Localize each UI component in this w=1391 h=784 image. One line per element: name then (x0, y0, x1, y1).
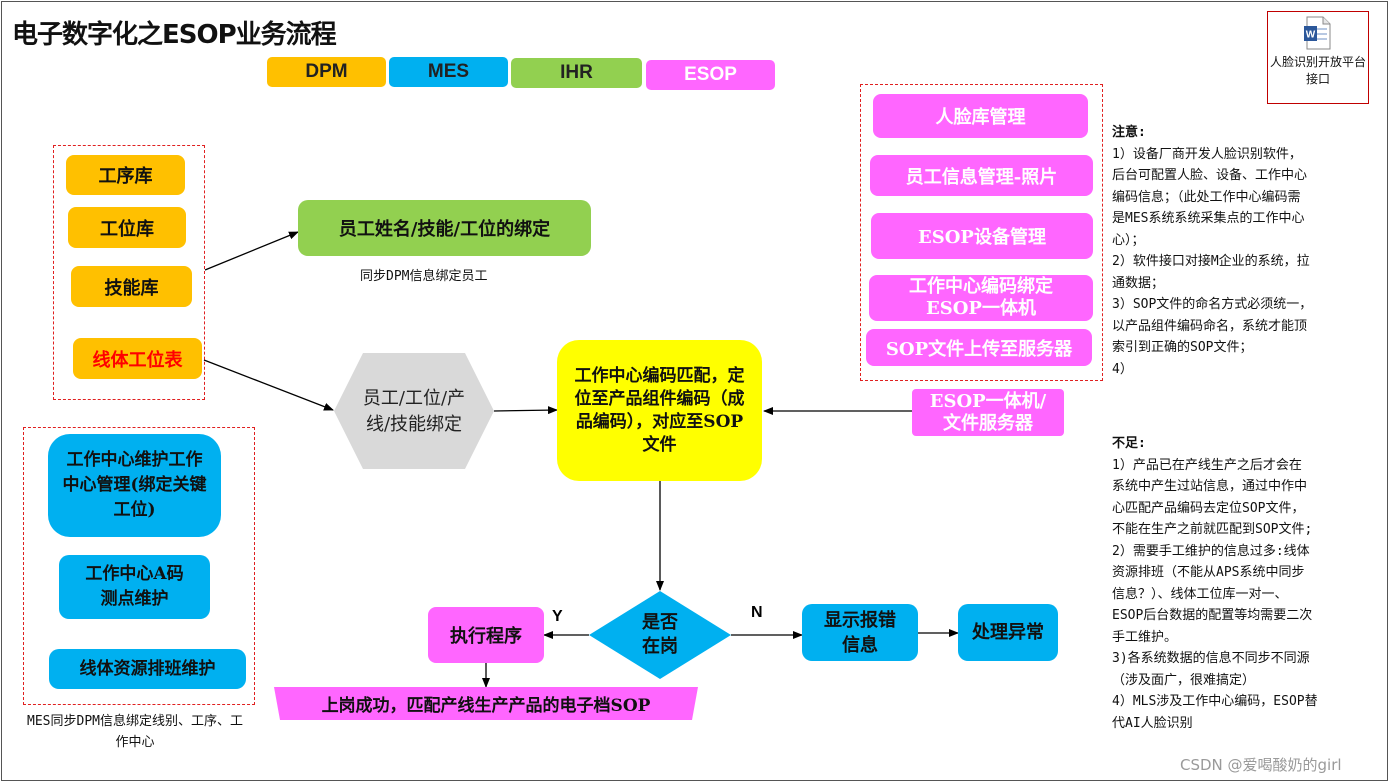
notes-line: 编码信息；（此处工作中心编码需 (1112, 189, 1301, 205)
shortfalls-line: 不能在生产之前就匹配到SOP文件; (1112, 522, 1313, 537)
svg-text:W: W (1306, 30, 1316, 41)
notes-line: 1）设备厂商开发人脸识别软件， (1112, 146, 1302, 162)
no-label: N (751, 604, 763, 621)
word-document-icon: W (1304, 16, 1331, 50)
esop-group-border (860, 84, 1103, 381)
binding-caption: 同步DPM信息绑定员工 (360, 269, 488, 284)
shortfalls-heading: 不足: (1112, 436, 1146, 451)
esop-device-button[interactable]: ESOP设备管理 (871, 213, 1093, 259)
handle-exception-button[interactable]: 处理异常 (958, 604, 1058, 661)
shortfalls-line: （涉及面广，很难搞定） (1112, 672, 1256, 688)
notes-line: 通数据； (1112, 275, 1165, 291)
face-library-button[interactable]: 人脸库管理 (873, 94, 1088, 138)
esop-server-box[interactable]: ESOP一体机/文件服务器 (912, 389, 1064, 436)
notes-line: 3）SOP文件的命名方式必须统一， (1112, 297, 1313, 312)
notes-panel: 注意: 1）设备厂商开发人脸识别软件， 后台可配置人脸、设备、工作中心 编码信息… (1112, 122, 1390, 380)
decision-diamond[interactable] (588, 590, 732, 680)
arrow-line-table-to-hex (203, 359, 334, 411)
shortfalls-line: ESOP后台数据的配置等均需要二次 (1112, 608, 1313, 623)
decision-label: 是否在岗 (642, 612, 678, 657)
notes-line: 后台可配置人脸、设备、工作中心 (1112, 168, 1308, 183)
workcenter-maintenance-button[interactable]: 工作中心维护工作中心管理(绑定关键工位) (48, 434, 221, 537)
sop-upload-button[interactable]: SOP文件上传至服务器 (866, 329, 1092, 366)
line-station-table[interactable]: 线体工位表 (73, 338, 202, 379)
shortfalls-line: 资源排班（不能从APS系统中同步 (1112, 565, 1305, 580)
binding-hexagon[interactable] (333, 352, 495, 470)
notes-line: 4） (1112, 361, 1133, 377)
show-error-button[interactable]: 显示报错信息 (802, 604, 918, 661)
shortfalls-line: 2）需要手工维护的信息过多:线体 (1112, 543, 1310, 559)
shortfalls-line: 信息？）、线体工位库一对一、 (1112, 586, 1288, 602)
a-code-point-button[interactable]: 工作中心A码测点维护 (59, 555, 210, 619)
notes-heading: 注意: (1112, 125, 1146, 140)
shortfalls-line: 代AI人脸识别 (1112, 715, 1193, 731)
shortfalls-line: 心匹配产品编码去定位SOP文件， (1112, 500, 1305, 516)
yes-label: Y (552, 608, 563, 625)
employee-photo-button[interactable]: 员工信息管理-照片 (870, 155, 1093, 196)
workcenter-binding-button[interactable]: 工作中心编码绑定ESOP一体机 (869, 275, 1093, 321)
legend-mes: MES (389, 57, 508, 87)
process-library[interactable]: 工序库 (66, 155, 185, 195)
doc-attachment[interactable]: W 人脸识别开放平台接口 (1267, 11, 1369, 104)
mes-group-border (23, 427, 255, 705)
shortfalls-panel: 不足: 1）产品已在产线生产之后才会在 系统中产生过站信息，通过中作中 心匹配产… (1112, 433, 1390, 734)
execute-program-button[interactable]: 执行程序 (428, 607, 544, 663)
arrow-dpm-to-binding (204, 231, 299, 271)
hexagon-label: 员工/工位/产线/技能绑定 (362, 388, 466, 435)
skill-library[interactable]: 技能库 (71, 266, 192, 307)
watermark: CSDN @爱喝酸奶的girl (1180, 756, 1342, 774)
notes-line: 索引到正确的SOP文件； (1112, 340, 1253, 355)
arrow-hex-to-center (493, 406, 558, 415)
center-match-box[interactable]: 工作中心编码匹配，定位至产品组件编码（成品编码），对应至SOP文件 (557, 340, 762, 481)
legend-esop: ESOP (646, 60, 775, 90)
notes-line: 以产品组件编码命名，系统才能顶 (1112, 318, 1308, 334)
legend-dpm: DPM (267, 57, 386, 87)
shortfalls-line: 4）MLS涉及工作中心编码，ESOP替 (1112, 694, 1318, 709)
station-library[interactable]: 工位库 (68, 207, 186, 248)
line-shift-button[interactable]: 线体资源排班维护 (49, 649, 246, 689)
employee-binding-box[interactable]: 员工姓名/技能/工位的绑定 (298, 200, 591, 256)
notes-line: 心）； (1112, 232, 1145, 248)
doc-label: 人脸识别开放平台接口 (1270, 55, 1367, 86)
shortfalls-line: 3)各系统数据的信息不同步不同源 (1112, 651, 1310, 666)
shortfalls-line: 系统中产生过站信息，通过中作中 (1112, 479, 1308, 494)
dpm-group-border (53, 145, 205, 400)
mes-caption: MES同步DPM信息绑定线别、工序、工作中心 (27, 714, 243, 750)
shortfalls-line: 1）产品已在产线生产之后才会在 (1112, 457, 1302, 473)
legend-ihr: IHR (511, 58, 642, 88)
page-title: 电子数字化之ESOP业务流程 (12, 20, 337, 50)
notes-line: 2）软件接口对接M企业的系统，拉 (1112, 254, 1310, 269)
success-banner-shape (274, 687, 698, 720)
notes-line: 是MES系统系统采集点的工作中心 (1112, 211, 1305, 226)
shortfalls-line: 手工维护。 (1112, 629, 1178, 645)
success-banner: 上岗成功，匹配产线生产产品的电子档SOP (321, 696, 651, 716)
